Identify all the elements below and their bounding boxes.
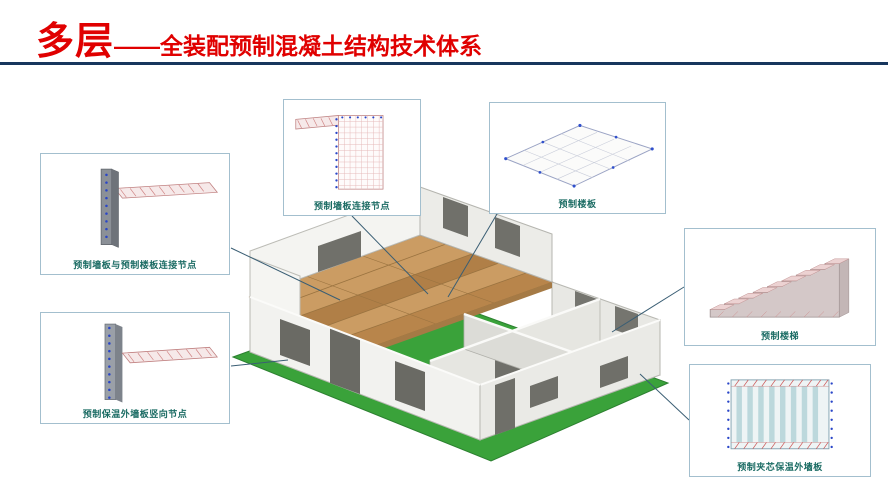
slide-header: 多层 ——全装配预制混凝土结构技术体系 <box>36 10 482 65</box>
window-opening <box>318 231 361 272</box>
wall-floor-connection-thumbnail <box>100 168 219 248</box>
front-right-wall <box>479 319 661 441</box>
slide-title: 多层 <box>36 21 115 63</box>
callout-sandwich-insulated-wall: 预制夹芯保温外墙板 <box>689 364 871 477</box>
door-opening <box>330 328 360 394</box>
connector-lines <box>230 213 690 421</box>
window-opening <box>600 356 628 388</box>
door-opening <box>495 378 515 435</box>
callout-stairs: 预制楼梯 <box>684 228 876 346</box>
window-opening <box>443 197 468 237</box>
callout-label: 预制楼板 <box>558 198 597 209</box>
callout-label: 预制夹芯保温外墙板 <box>737 461 823 472</box>
callout-label: 预制墙板连接节点 <box>313 200 390 211</box>
callout-insulated-wall-vertical-node: 预制保温外墙板竖向节点 <box>40 312 230 424</box>
window-opening <box>395 361 425 411</box>
building-model <box>248 186 661 441</box>
wall-connection-thumbnail <box>295 115 384 190</box>
sandwich-wall-thumbnail <box>727 379 833 450</box>
callout-label: 预制楼梯 <box>760 330 799 341</box>
insulated-wall-node-thumbnail <box>104 323 219 403</box>
window-opening <box>280 319 310 366</box>
callout-wall-connection-node: 预制墙板连接节点 <box>283 99 421 216</box>
callout-wall-floor-connection-node: 预制墙板与预制楼板连接节点 <box>40 153 230 275</box>
stairs-thumbnail <box>709 258 850 318</box>
front-left-wall <box>249 296 481 441</box>
title-divider <box>0 62 888 65</box>
callout-label: 预制墙板与预制楼板连接节点 <box>73 259 197 270</box>
slide-subtitle: ——全装配预制混凝土结构技术体系 <box>114 33 483 59</box>
floor-slab-thumbnail <box>504 123 654 188</box>
window-opening <box>495 217 520 257</box>
callout-floor-slab: 预制楼板 <box>489 102 666 214</box>
callout-label: 预制保温外墙板竖向节点 <box>82 408 188 419</box>
window-opening <box>530 376 558 408</box>
